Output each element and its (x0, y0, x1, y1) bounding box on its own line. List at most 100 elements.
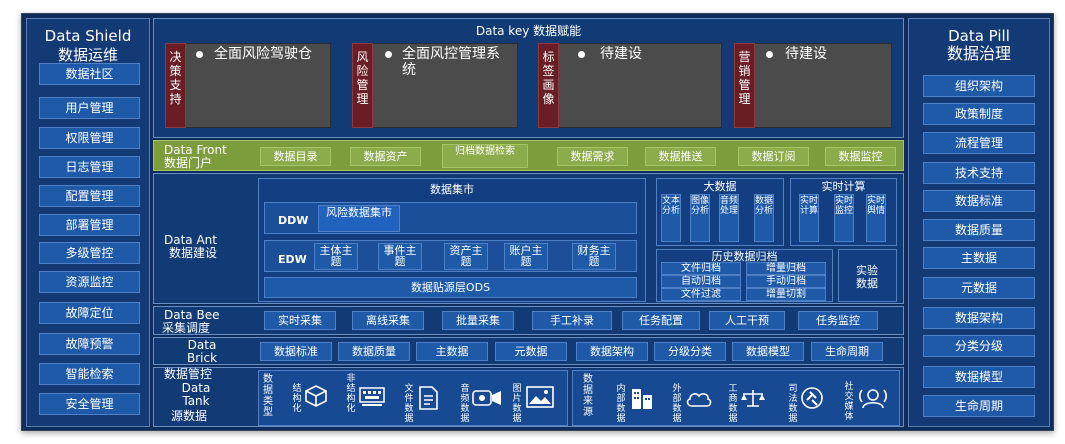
data-bee-band: Data Bee 采集调度 实时采集 离线采集 批量采集 手工补录 任务配置 人… (153, 306, 904, 335)
front-item-4[interactable]: 数据推送 (645, 147, 716, 166)
data-brick-label-en: Data Brick (186, 338, 218, 365)
brick-item-0[interactable]: 数据标准 (260, 342, 332, 361)
data-key-card-1[interactable] (352, 43, 518, 128)
data-key-text-3: 待建设 (785, 46, 827, 62)
data-types-label: 数据类型 (263, 374, 273, 418)
history-item-4[interactable]: 文件过滤 (661, 288, 741, 301)
history-item-3[interactable]: 手动归档 (746, 275, 826, 288)
brick-item-2[interactable]: 主数据 (416, 342, 488, 361)
history-title: 历史数据归档 (711, 250, 778, 263)
data-pill-panel: Data Pill 数据治理 组织架构 政策制度 流程管理 技术支持 数据标准 … (908, 18, 1050, 427)
right-item-2[interactable]: 流程管理 (923, 132, 1035, 154)
bee-item-4[interactable]: 任务配置 (622, 311, 700, 330)
right-item-11[interactable]: 生命周期 (923, 395, 1035, 417)
front-item-0[interactable]: 数据目录 (260, 147, 331, 166)
data-key-card-3[interactable] (734, 43, 892, 128)
data-key-band: Data key 数据赋能 决策支持 全面风险驾驶仓 风险管理 全面风控管理系统… (153, 18, 904, 138)
brick-item-1[interactable]: 数据质量 (338, 342, 410, 361)
bigdata-item-2[interactable]: 音频处理 (719, 194, 739, 242)
realtime-item-2[interactable]: 实时舆情 (866, 194, 886, 242)
left-item-0[interactable]: 数据社区 (39, 63, 140, 85)
data-key-card-2[interactable] (538, 43, 722, 128)
building-icon (630, 386, 656, 414)
bee-item-5[interactable]: 人工干预 (709, 311, 785, 330)
bullet-icon (196, 51, 203, 58)
data-front-label-en: Data Front (164, 143, 227, 157)
left-item-7[interactable]: 资源监控 (39, 271, 140, 293)
source-label-2: 工商数据 (728, 384, 738, 424)
ods-layer[interactable]: 数据贴源层ODS (264, 277, 637, 298)
edw-item-1[interactable]: 事件主题 (378, 243, 422, 270)
front-item-3[interactable]: 数据需求 (557, 147, 628, 166)
type-label-0: 结构化 (292, 384, 302, 414)
ddw-risk-mart[interactable]: 风险数据集市 (318, 205, 400, 232)
history-item-5[interactable]: 增量切割 (746, 288, 826, 301)
cube-icon (304, 384, 328, 412)
bigdata-item-3[interactable]: 数据分析 (754, 194, 774, 242)
left-item-1[interactable]: 用户管理 (39, 97, 140, 119)
document-icon (417, 386, 439, 414)
right-item-6[interactable]: 主数据 (923, 247, 1035, 269)
left-item-5[interactable]: 部署管理 (39, 214, 140, 236)
cloud-icon (685, 390, 713, 412)
data-key-card-0[interactable] (165, 43, 331, 128)
keyboard-icon (359, 386, 385, 412)
data-shield-panel: Data Shield 数据运维 数据社区 用户管理 权限管理 日志管理 配置管… (26, 18, 150, 427)
bigdata-item-0[interactable]: 文本分析 (661, 194, 681, 242)
right-item-8[interactable]: 数据架构 (923, 307, 1035, 329)
left-item-2[interactable]: 权限管理 (39, 127, 140, 149)
brick-item-3[interactable]: 元数据 (495, 342, 567, 361)
left-item-4[interactable]: 配置管理 (39, 185, 140, 207)
right-item-4[interactable]: 数据标准 (923, 190, 1035, 212)
right-item-10[interactable]: 数据模型 (923, 366, 1035, 388)
right-item-9[interactable]: 分类分级 (923, 335, 1035, 357)
left-item-6[interactable]: 多级管控 (39, 242, 140, 264)
front-item-2[interactable]: 归档数据检索 (442, 144, 528, 168)
right-item-5[interactable]: 数据质量 (923, 219, 1035, 241)
front-item-6[interactable]: 数据监控 (825, 147, 896, 166)
brick-item-7[interactable]: 生命周期 (811, 342, 883, 361)
realtime-item-1[interactable]: 实时监控 (834, 194, 854, 242)
gavel-icon (800, 386, 824, 414)
edw-item-4[interactable]: 财务主题 (572, 243, 616, 270)
left-item-11[interactable]: 安全管理 (39, 393, 140, 415)
data-shield-title-cn: 数据运维 (57, 46, 118, 64)
bee-item-6[interactable]: 任务监控 (798, 311, 878, 330)
realtime-item-0[interactable]: 实时计算 (799, 194, 819, 242)
left-item-10[interactable]: 智能检索 (39, 363, 140, 385)
edw-item-0[interactable]: 主体主题 (314, 243, 358, 270)
balance-icon (740, 388, 766, 412)
bigdata-item-1[interactable]: 图像分析 (690, 194, 710, 242)
ddw-label: DDW (278, 214, 309, 227)
right-item-7[interactable]: 元数据 (923, 277, 1035, 299)
history-item-1[interactable]: 增量归档 (746, 262, 826, 275)
camera-icon (472, 388, 502, 412)
source-label-0: 内部数据 (616, 384, 626, 424)
source-label-3: 司法数据 (788, 384, 798, 424)
data-pill-title-en: Data Pill (948, 27, 1010, 45)
left-item-3[interactable]: 日志管理 (39, 156, 140, 178)
bee-item-1[interactable]: 离线采集 (352, 311, 424, 330)
edw-item-3[interactable]: 账户主题 (504, 243, 548, 270)
front-item-1[interactable]: 数据资产 (350, 147, 421, 166)
brick-item-4[interactable]: 数据架构 (576, 342, 648, 361)
lab-data-label: 实验数据 (856, 264, 878, 290)
data-ant-label-en: Data Ant (164, 233, 217, 247)
edw-item-2[interactable]: 资产主题 (444, 243, 488, 270)
front-item-5[interactable]: 数据订阅 (738, 147, 809, 166)
history-item-0[interactable]: 文件归档 (661, 262, 741, 275)
image-icon (526, 386, 554, 412)
brick-item-5[interactable]: 分级分类 (654, 342, 726, 361)
left-item-8[interactable]: 故障定位 (39, 302, 140, 324)
left-item-9[interactable]: 故障预警 (39, 333, 140, 355)
lab-data-box[interactable] (838, 249, 897, 302)
bee-item-0[interactable]: 实时采集 (264, 311, 336, 330)
bee-item-3[interactable]: 手工补录 (532, 311, 612, 330)
right-item-1[interactable]: 政策制度 (923, 103, 1035, 125)
history-item-2[interactable]: 自动归档 (661, 275, 741, 288)
right-item-0[interactable]: 组织架构 (923, 75, 1035, 97)
data-front-label-cn: 数据门户 (164, 156, 213, 170)
right-item-3[interactable]: 技术支持 (923, 162, 1035, 184)
brick-item-6[interactable]: 数据模型 (732, 342, 804, 361)
bee-item-2[interactable]: 批量采集 (442, 311, 514, 330)
